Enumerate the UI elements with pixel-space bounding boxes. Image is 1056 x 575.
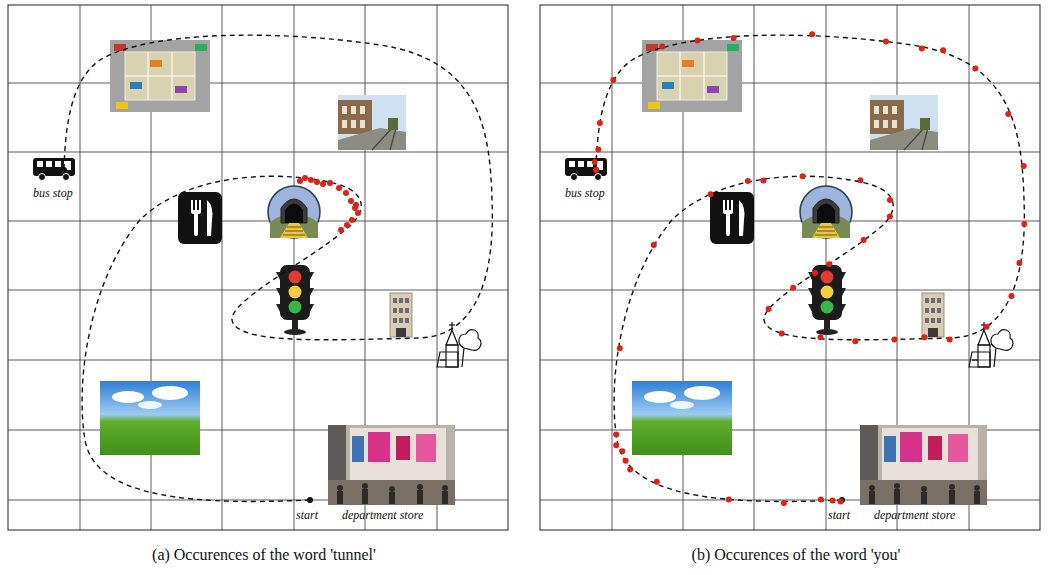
occurrence-dot — [838, 499, 844, 505]
occurrence-dot — [800, 173, 806, 179]
place-label: start — [828, 508, 850, 523]
occurrence-dot — [595, 147, 601, 153]
occurrence-dot — [314, 179, 320, 185]
occurrence-dot — [302, 175, 308, 181]
occurrence-dot — [830, 497, 836, 503]
occurrence-dot — [320, 181, 326, 187]
occurrence-dot — [343, 190, 349, 196]
occurrence-dot — [623, 458, 629, 464]
occurrence-dot — [818, 334, 824, 340]
place-label: department store — [342, 508, 423, 523]
occurrence-dot — [731, 35, 737, 41]
occurrence-dot — [809, 31, 815, 37]
occurrence-dot — [613, 431, 619, 437]
occurrence-dot — [861, 237, 867, 243]
panel-caption: (b) Occurences of the word 'you' — [692, 546, 901, 564]
occurrence-dot — [984, 324, 990, 330]
occurrence-dot — [297, 178, 303, 184]
occurrence-dot — [940, 47, 946, 53]
occurrence-dot — [627, 466, 633, 472]
occurrence-dot — [355, 210, 361, 216]
occurrence-dot — [327, 180, 333, 186]
occurrence-dot — [353, 202, 359, 208]
occurrence-dot — [766, 306, 772, 312]
occurrence-dot — [619, 448, 625, 454]
occurrence-dot — [348, 198, 354, 204]
occurrence-dot — [947, 337, 953, 343]
occurrence-dot — [708, 191, 714, 197]
occurrence-dot — [883, 39, 889, 45]
occurrence-dot — [617, 345, 623, 351]
occurrence-dot — [818, 496, 824, 502]
place-label: bus stop — [33, 186, 73, 201]
panel-caption: (a) Occurences of the word 'tunnel' — [152, 546, 376, 564]
occurrence-dot — [826, 261, 832, 267]
occurrence-dot — [659, 44, 665, 50]
map-panel — [0, 0, 528, 535]
occurrence-dot — [1016, 260, 1022, 266]
occurrence-dot — [593, 167, 599, 173]
occurrence-dot — [613, 442, 619, 448]
occurrence-dot — [887, 197, 893, 203]
place-label: bus stop — [565, 186, 605, 201]
occurrence-dot — [1005, 111, 1011, 117]
occurrence-dot — [1021, 163, 1027, 169]
occurrence-dot — [919, 46, 925, 52]
occurrence-dot — [344, 222, 350, 228]
occurrence-dot — [308, 177, 314, 183]
occurrence-dot — [610, 77, 616, 83]
occurrence-dot — [592, 159, 598, 165]
occurrence-dot — [1021, 221, 1027, 227]
occurrence-dot — [349, 217, 355, 223]
occurrence-dot — [790, 285, 796, 291]
occurrence-dot — [781, 500, 787, 506]
occurrence-dot — [336, 185, 342, 191]
occurrence-dot — [745, 178, 751, 184]
occurrence-dot — [921, 334, 927, 340]
occurrence-dot — [892, 336, 898, 342]
occurrence-dot — [812, 270, 818, 276]
occurrence-dot — [597, 120, 603, 126]
place-label: department store — [874, 508, 955, 523]
occurrence-dot — [654, 479, 660, 485]
place-label: start — [296, 508, 318, 523]
occurrence-dot — [857, 177, 863, 183]
occurrence-dot — [726, 496, 732, 502]
occurrence-dot — [887, 213, 893, 219]
occurrence-dot — [972, 65, 978, 71]
occurrence-dot — [651, 242, 657, 248]
occurrence-dot — [1009, 293, 1015, 299]
occurrence-dot — [852, 338, 858, 344]
occurrence-dot — [695, 37, 701, 43]
occurrence-dot — [761, 178, 767, 184]
occurrence-dot — [338, 227, 344, 233]
map-panel — [532, 0, 1056, 535]
occurrence-dot — [779, 330, 785, 336]
